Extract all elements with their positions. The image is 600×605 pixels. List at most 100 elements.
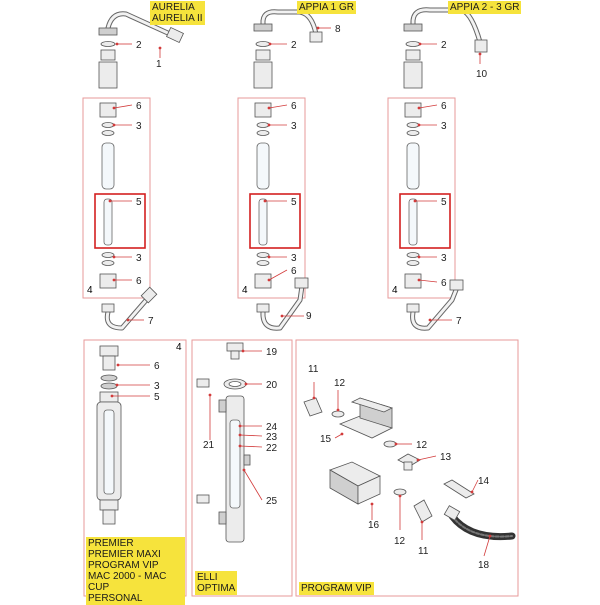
bottom-fitting — [102, 509, 116, 525]
tee-stem — [403, 461, 413, 471]
label-elli: ELLI OPTIMA — [195, 571, 238, 595]
lower-collar — [99, 499, 119, 511]
oring — [406, 130, 420, 136]
callout-number: 5 — [441, 197, 447, 208]
solenoid-top-face — [350, 397, 394, 413]
label-line: OPTIMA — [197, 583, 236, 594]
callout-number: 5 — [136, 197, 142, 208]
callout-number: 13 — [440, 452, 452, 463]
callout-number: 22 — [266, 443, 278, 454]
callout-number: 11 — [308, 364, 319, 375]
assembly-appia-1gr — [237, 9, 323, 331]
nut-top — [98, 27, 118, 36]
callout-dot — [110, 394, 114, 398]
callout-number: 2 — [136, 40, 142, 51]
assembly-frame — [237, 97, 306, 299]
assembly-frame — [387, 97, 456, 299]
callout-dot — [242, 468, 246, 472]
callout-dot — [241, 349, 245, 353]
callout-dot — [244, 382, 248, 386]
callout-dot — [417, 278, 421, 282]
highlight-box — [94, 193, 146, 249]
callout-dot — [158, 46, 162, 50]
pipe-nut — [474, 39, 488, 53]
nut-upper — [404, 102, 422, 118]
callout-dot — [116, 363, 120, 367]
callout-number: 12 — [416, 440, 428, 451]
highlight-box — [399, 193, 451, 249]
callout-number: 3 — [136, 121, 142, 132]
callout-dot — [428, 318, 432, 322]
callout-layer: 2163536782635369210635367635192021242322… — [108, 24, 492, 571]
callout-number: 12 — [334, 378, 346, 389]
callout-dot — [418, 42, 422, 46]
oring — [256, 130, 270, 136]
callout-dot — [336, 408, 340, 412]
oring — [256, 122, 270, 128]
callout-leader — [418, 279, 438, 283]
top-nut — [99, 345, 119, 357]
callout-dot — [208, 393, 212, 397]
pipe-end — [101, 303, 115, 313]
sight-glass — [406, 142, 420, 190]
elbow-fitting — [303, 397, 323, 417]
glass-tube — [103, 198, 113, 246]
callout-dot — [112, 123, 116, 127]
callout-number: 3 — [136, 253, 142, 264]
panel-frame — [191, 339, 293, 597]
highlight-box — [249, 193, 301, 249]
callout-number: 8 — [335, 24, 341, 35]
pipe-end — [406, 303, 420, 313]
callout-dot — [238, 433, 242, 437]
callout-number: 15 — [320, 434, 332, 445]
callout-dot — [370, 502, 374, 506]
oring — [100, 382, 118, 390]
callout-dot — [115, 383, 119, 387]
nut-upper — [254, 102, 272, 118]
callout-number: 2 — [441, 40, 447, 51]
callout-number: 3 — [154, 381, 160, 392]
nut-lower — [404, 273, 422, 289]
frame-number: 4 — [87, 285, 93, 296]
pipe-nut — [449, 279, 464, 291]
callout-number: 6 — [441, 278, 447, 289]
callout-leader — [483, 535, 491, 557]
label-line: PREMIER MAXI — [88, 549, 161, 560]
callout-dot — [267, 255, 271, 259]
ring — [255, 49, 271, 61]
panel-frame — [295, 339, 519, 597]
panel-elli — [191, 339, 293, 597]
callout-leader — [239, 434, 263, 437]
cap-stem — [230, 350, 240, 360]
callout-dot — [340, 432, 344, 436]
label-line: PREMIER — [88, 538, 134, 549]
callout-dot — [312, 396, 316, 400]
callout-number: 6 — [154, 361, 160, 372]
frame-number: 4 — [242, 285, 248, 296]
callout-dot — [267, 106, 271, 110]
frame-number: 4 — [392, 285, 398, 296]
panel-corner-number: 4 — [176, 342, 182, 353]
callout-number: 14 — [478, 476, 490, 487]
callout-dot — [238, 424, 242, 428]
callout-number: 19 — [266, 347, 278, 358]
washer — [331, 410, 345, 418]
port-mid — [243, 454, 251, 466]
washer — [100, 41, 116, 47]
callout-dot — [268, 42, 272, 46]
callout-number: 7 — [456, 316, 462, 327]
washer — [393, 488, 407, 496]
fitting-upper — [253, 61, 273, 89]
callout-number: 6 — [441, 101, 447, 112]
callout-dot — [115, 42, 119, 46]
callout-leader — [239, 445, 263, 448]
oring — [406, 122, 420, 128]
callout-dot — [398, 494, 402, 498]
label-appia-1gr: APPIA 1 GR — [297, 1, 357, 14]
top-fitting — [102, 355, 116, 371]
hose-end — [443, 505, 461, 521]
port-bottom — [218, 511, 227, 525]
callout-dot — [267, 123, 271, 127]
callout-number: 16 — [368, 520, 380, 531]
